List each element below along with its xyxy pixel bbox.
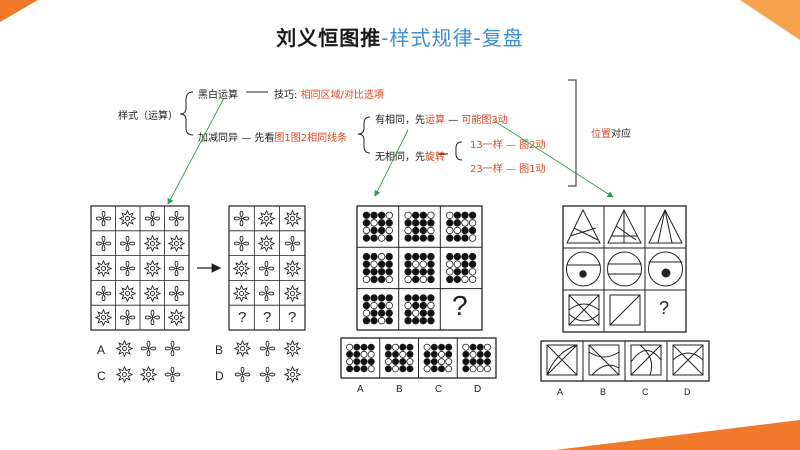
p1-option-b-label[interactable]: B <box>215 343 224 357</box>
p3-option-a-label[interactable]: A <box>557 387 564 397</box>
mindmap-branch-1-tip: 技巧: 相同区域/对比选项 <box>274 90 384 101</box>
dot-cell <box>362 252 393 284</box>
p1-question-2: ? <box>263 309 272 326</box>
mindmap-bracket-label: 位置对应 <box>591 129 631 140</box>
p1-question-3: ? <box>288 309 297 326</box>
p2-option-b-label[interactable]: B <box>396 384 403 395</box>
p2-option-d-label[interactable]: D <box>474 384 482 395</box>
p2-question-mark: ? <box>452 290 468 321</box>
p3-option-c-label[interactable]: C <box>642 387 649 397</box>
mindmap-sub-1: 有相同，先运算 — 可能图3动 <box>375 115 508 126</box>
mindmap-connectors <box>179 79 577 187</box>
dot-option <box>423 343 453 373</box>
dot-cell <box>446 252 477 284</box>
p3-option-b-label[interactable]: B <box>600 387 607 397</box>
title-main: 刘义恒图推 <box>276 26 382 50</box>
mindmap-sub-2: 无相同，先旋转 <box>375 152 445 163</box>
title-accent: -样式规律-复盘 <box>381 26 524 50</box>
puzzle-1-options <box>116 340 301 383</box>
p3-question-mark: ? <box>659 298 670 318</box>
p1-option-c-label[interactable]: C <box>97 369 106 383</box>
dot-option <box>462 343 491 373</box>
p1-option-d-label[interactable]: D <box>215 369 224 383</box>
mindmap-branch-1: 黑白运算 <box>198 90 238 101</box>
green-arrows <box>167 97 614 205</box>
puzzle-3-options <box>540 340 710 382</box>
p1-question-1: ? <box>238 309 247 326</box>
p3-option-d-label[interactable]: D <box>684 387 691 397</box>
mindmap-branch-2: 加减同异 — 先看图1图2相同线条 <box>198 133 348 144</box>
puzzle-3-grid <box>562 205 687 333</box>
p2-option-c-label[interactable]: C <box>435 384 443 395</box>
mindmap-sub-2b: 23一样 — 图1动 <box>470 164 546 175</box>
dot-cell <box>404 294 435 325</box>
puzzle-1-right-grid <box>228 205 306 331</box>
page-title: 刘义恒图推-样式规律-复盘 <box>0 22 800 51</box>
p1-option-a-label[interactable]: A <box>97 343 106 357</box>
p2-option-a-label[interactable]: A <box>357 384 364 395</box>
dot-option <box>346 343 375 373</box>
dot-option <box>384 343 414 373</box>
puzzle-2-options <box>340 337 497 379</box>
dot-cell <box>362 294 393 325</box>
dot-cell <box>404 211 435 242</box>
dot-cell <box>446 211 477 242</box>
mindmap-root: 样式（运算） <box>118 111 178 122</box>
dot-cell <box>362 211 393 242</box>
dot-cell <box>404 252 435 284</box>
puzzle-2-grid <box>356 205 483 331</box>
puzzle-1-left-grid <box>90 205 190 331</box>
